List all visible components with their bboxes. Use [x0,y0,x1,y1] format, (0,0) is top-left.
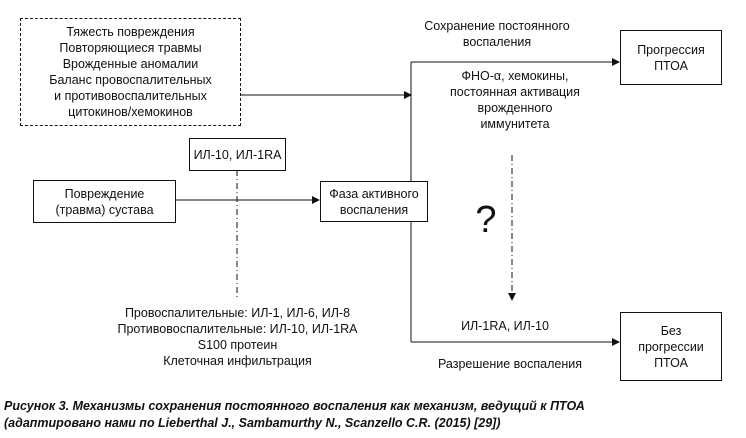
early-mediator-line: Клеточная инфильтрация [163,354,312,368]
early-mediator-line: Провоспалительные: ИЛ-1, ИЛ-6, ИЛ-8 [124,306,351,320]
risk-factor-line: и противовоспалительных [54,89,207,103]
persistent-mediator-line: ФНО-α, хемокины, [461,69,569,83]
ptoa-progression-line: ПТОА [654,58,688,73]
risk-factor-line: Баланс провоспалительных [49,73,212,87]
resolution-mediators-label: ИЛ-1RA, ИЛ-10 [461,319,549,333]
caption-line: Рисунок 3. Механизмы сохранения постоянн… [4,399,585,413]
persistent-mediators-text: ФНО-α, хемокины, постоянная активация вр… [430,68,600,132]
active-inflammation-line: воспаления [339,202,409,217]
early-mediator-line: Противовоспалительные: ИЛ-10, ИЛ-1RA [117,322,358,336]
il-mediators-box: ИЛ-10, ИЛ-1RA [189,138,286,171]
ptoa-progression-box: Прогрессия ПТОА [620,30,722,85]
persistent-mediator-line: врожденного [477,101,553,115]
risk-factor-line: Тяжесть повреждения [66,25,195,39]
no-progression-line: прогрессии [638,339,704,354]
no-progression-line: ПТОА [654,355,688,370]
persistent-title-line: Сохранение постоянного [424,19,570,33]
no-progression-line: Без [660,323,682,338]
persistent-mediator-line: иммунитета [480,117,550,131]
resolution-title: Разрешение воспаления [438,357,582,371]
risk-factor-line: цитокинов/хемокинов [68,105,193,119]
early-mediator-line: S100 протеин [197,338,278,352]
il-mediators-label: ИЛ-10, ИЛ-1RA [193,147,282,162]
no-progression-box: Без прогрессии ПТОА [620,312,722,381]
early-mediators-text: Провоспалительные: ИЛ-1, ИЛ-6, ИЛ-8 Прот… [100,305,375,369]
figure-caption: Рисунок 3. Механизмы сохранения постоянн… [4,398,744,432]
active-inflammation-box: Фаза активного воспаления [320,181,428,222]
joint-injury-line: Повреждение [64,186,145,201]
question-mark: ? [475,199,497,241]
active-inflammation-line: Фаза активного [329,186,419,201]
persistent-title-line: воспаления [462,35,532,49]
caption-line: (адаптировано нами по Lieberthal J., Sam… [4,416,501,430]
ptoa-progression-line: Прогрессия [637,42,705,57]
risk-factor-line: Врожденные аномалии [62,57,199,71]
joint-injury-box: Повреждение (травма) сустава [33,180,176,223]
persistent-inflammation-title: Сохранение постоянного воспаления [412,18,582,50]
risk-factor-line: Повторяющиеся травмы [59,41,202,55]
persistent-mediator-line: постоянная активация [450,85,580,99]
joint-injury-line: (травма) сустава [55,202,154,217]
risk-factors-box: Тяжесть повреждения Повторяющиеся травмы… [20,18,241,126]
